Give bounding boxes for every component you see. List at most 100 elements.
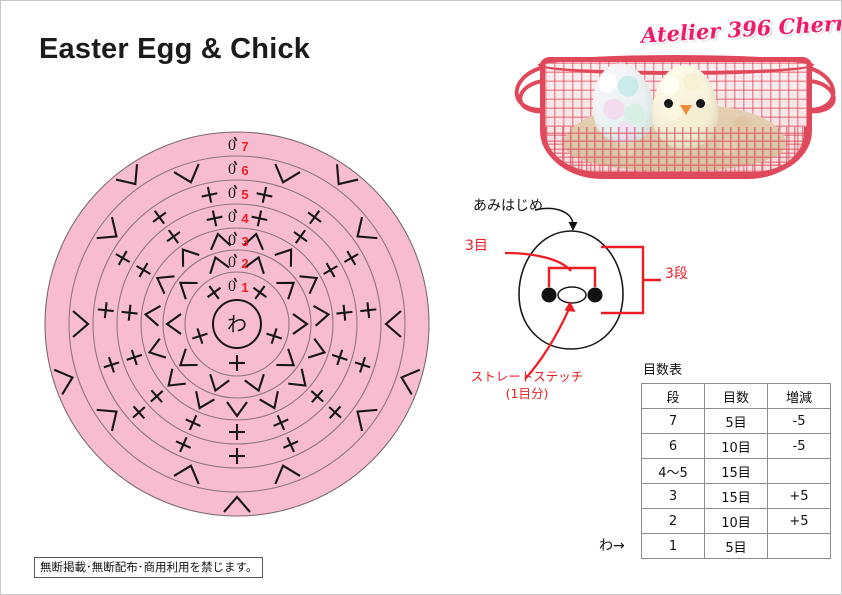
chain-tick-icon — [233, 184, 238, 190]
stitch-symbol-dec — [53, 368, 74, 396]
stitch-symbol-sc — [175, 436, 192, 453]
chart-pink-disc — [44, 131, 430, 517]
stitch-symbol-sc — [343, 250, 359, 266]
label-straight-stitch: ストレートステッチ (1目分) — [447, 369, 607, 403]
stitch-symbol-dec — [274, 464, 301, 485]
stitch-symbol-sc — [229, 424, 245, 440]
stitch-symbol-inc — [167, 368, 186, 387]
table-cell-dan: 3 — [641, 483, 705, 509]
stitch-symbol-dec — [384, 310, 402, 338]
stitch-symbol-sc — [115, 250, 131, 266]
stitch-symbol-inc — [147, 337, 167, 359]
stitch-symbol-sc — [206, 285, 222, 300]
stitch-symbol-sc — [282, 436, 299, 453]
stitch-symbol-inc — [288, 368, 307, 387]
stitch-symbol-inc — [313, 304, 331, 327]
chart-round-ring — [140, 227, 334, 421]
stitch-symbol-dec — [173, 464, 200, 485]
stitch-symbol-sc — [166, 229, 181, 244]
stitch-symbol-dec — [356, 408, 378, 432]
chain-symbol: 0 — [228, 278, 236, 295]
copyright-notice: 無断掲載･無断配布･商用利用を禁じます。 — [34, 557, 264, 579]
stitch-symbol-inc — [195, 390, 215, 410]
wa-arrow-label: わ→ — [599, 538, 625, 554]
chain-tick-icon — [233, 253, 238, 259]
table-cell-me: 5目 — [704, 408, 768, 434]
stitch-symbol-sc — [307, 210, 322, 225]
stitch-symbol-inc — [274, 248, 293, 267]
round-number: 1 — [241, 280, 248, 295]
chain-symbol: 0 — [228, 185, 236, 202]
stitch-symbol-inc — [143, 304, 161, 327]
label-ami-hajime: あみはじめ — [473, 198, 543, 214]
three-stitch-bracket — [547, 266, 597, 287]
chick-eye-right-icon — [696, 99, 705, 108]
table-cell-zogen — [767, 458, 831, 484]
page-title: Easter Egg & Chick — [39, 33, 311, 65]
stitch-symbol-sc — [266, 328, 283, 344]
chain-tick-icon — [233, 136, 238, 142]
chart-round-ring — [184, 271, 290, 377]
table-cell-dan: 1 — [641, 533, 705, 559]
round-number: 5 — [241, 187, 248, 202]
stitch-symbol-inc — [178, 281, 198, 300]
stitch-symbol-inc — [209, 255, 230, 275]
stitch-symbol-inc — [276, 348, 296, 367]
table-cell-zogen: -5 — [767, 408, 831, 434]
chain-tick-icon — [233, 277, 238, 283]
stitch-symbol-sc — [323, 262, 338, 278]
straight-stitch-arrow-head-icon — [564, 301, 576, 312]
stitch-symbol-inc — [244, 373, 265, 393]
table-cell-me: 10目 — [704, 508, 768, 534]
stitch-symbol-dec — [96, 408, 118, 432]
stitch-symbol-sc — [360, 302, 377, 319]
stitch-symbol-inc — [226, 401, 248, 418]
stitch-symbol-inc — [242, 232, 264, 251]
table-cell-me: 10目 — [704, 433, 768, 459]
stitch-symbol-sc — [97, 302, 114, 319]
stitch-symbol-sc — [206, 210, 223, 227]
stitch-symbol-sc — [126, 349, 143, 366]
round-number: 7 — [241, 139, 248, 154]
stitch-symbol-sc — [229, 448, 245, 464]
stitch-symbol-sc — [336, 304, 353, 321]
stitch-symbol-dec — [335, 164, 359, 186]
stitch-symbol-inc — [299, 275, 319, 295]
table-cell-dan: 4〜5 — [641, 458, 705, 484]
table-header-row: 段 目数 増減 — [641, 383, 831, 409]
label-straight-stitch-line2: (1目分) — [505, 385, 549, 401]
basket-mesh-front — [542, 127, 808, 179]
stitch-symbol-sc — [331, 349, 348, 366]
table-cell-me: 15目 — [704, 458, 768, 484]
round-number: 2 — [241, 256, 248, 271]
chain-tick-icon — [233, 231, 238, 237]
three-stitch-leader — [504, 251, 572, 272]
label-straight-stitch-line1: ストレートステッチ — [470, 369, 584, 384]
magic-ring-label: わ — [227, 312, 247, 336]
chick-beak-icon — [680, 105, 692, 115]
stitch-symbol-inc — [244, 255, 265, 275]
chart-round-ring — [116, 203, 358, 445]
chain-tick-icon — [233, 208, 238, 214]
chick-eye-right-icon — [587, 287, 603, 303]
stitch-symbol-sc — [229, 355, 245, 371]
chart-round-ring — [162, 249, 312, 399]
stitch-symbol-inc — [178, 348, 198, 367]
stitch-symbol-sc — [150, 389, 164, 403]
stitch-symbol-sc — [103, 356, 120, 373]
chick-eye-left-icon — [541, 287, 557, 303]
stitch-symbol-dec — [274, 163, 301, 184]
table-cell-dan: 6 — [641, 433, 705, 459]
